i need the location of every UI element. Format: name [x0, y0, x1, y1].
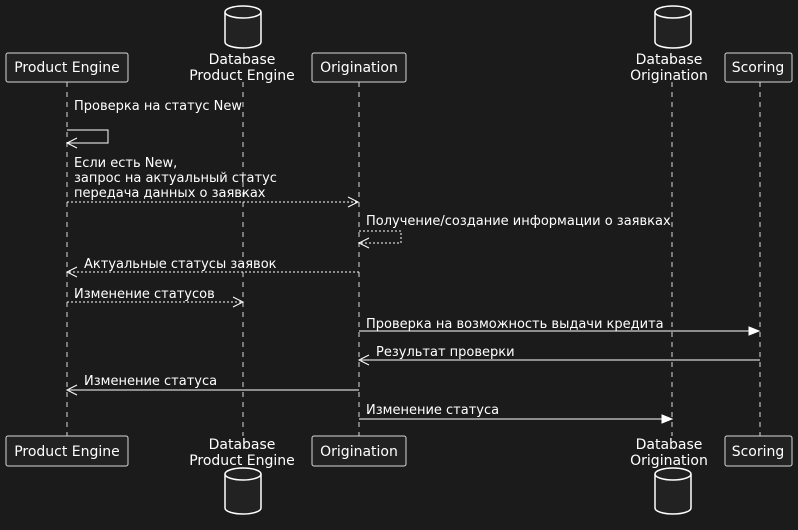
message-label: Проверка на возможность выдачи кредита	[366, 317, 664, 332]
participant-label: Product Engine	[14, 60, 120, 76]
message-label-line1: Если есть New,	[74, 156, 177, 171]
participant-origination-top: Origination	[311, 52, 407, 83]
participant-label-line1: Database	[636, 437, 703, 453]
participant-origination-bottom: Origination	[311, 435, 407, 467]
participant-label: Origination	[320, 60, 398, 76]
message-label: Проверка на статус New	[74, 99, 242, 114]
message-check-result: Результат проверки	[357, 345, 760, 366]
participant-scoring-top: Scoring	[724, 52, 793, 83]
participant-label: Origination	[320, 444, 398, 460]
participant-label-line2: Origination	[630, 68, 708, 84]
participant-label-line1: Database	[636, 52, 703, 68]
participant-database-origination-bottom: Database Origination	[630, 437, 708, 515]
message-change-statuses: Изменение статусов	[67, 287, 245, 308]
message-label: Получение/создание информации о заявках	[366, 214, 671, 229]
participant-scoring-bottom: Scoring	[724, 435, 793, 467]
participant-database-origination-top: Database Origination	[630, 5, 708, 84]
message-label: Изменение статусов	[74, 287, 215, 302]
message-status-request: Если есть New, запрос на актуальный стат…	[67, 156, 360, 208]
participant-product-engine-bottom: Product Engine	[5, 435, 129, 467]
message-get-create-info: Получение/создание информации о заявках	[357, 214, 671, 249]
message-credit-check: Проверка на возможность выдачи кредита	[359, 317, 761, 336]
message-label-line3: передача данных о заявках	[74, 186, 266, 201]
message-label: Изменение статуса	[84, 374, 217, 389]
message-label: Результат проверки	[376, 345, 515, 360]
participant-label-line1: Database	[209, 437, 276, 453]
participant-label-line2: Product Engine	[189, 453, 295, 469]
participant-label-line2: Product Engine	[189, 68, 295, 84]
message-actual-statuses: Актуальные статусы заявок	[65, 257, 359, 278]
message-change-status-pe: Изменение статуса	[65, 374, 359, 396]
message-label: Актуальные статусы заявок	[84, 257, 277, 272]
participant-database-product-engine-bottom: Database Product Engine	[189, 437, 295, 515]
participant-label: Product Engine	[14, 444, 120, 460]
message-label: Изменение статуса	[366, 403, 499, 418]
message-change-status-db: Изменение статуса	[359, 403, 674, 424]
participant-label: Scoring	[732, 444, 785, 460]
participant-label-line1: Database	[209, 52, 276, 68]
message-label-line2: запрос на актуальный статус	[74, 171, 277, 186]
message-check-status-new: Проверка на статус New	[65, 99, 242, 149]
participant-product-engine-top: Product Engine	[5, 52, 129, 83]
participant-label: Scoring	[732, 60, 785, 76]
participant-label-line2: Origination	[630, 453, 708, 469]
participant-database-product-engine-top: Database Product Engine	[189, 5, 295, 84]
